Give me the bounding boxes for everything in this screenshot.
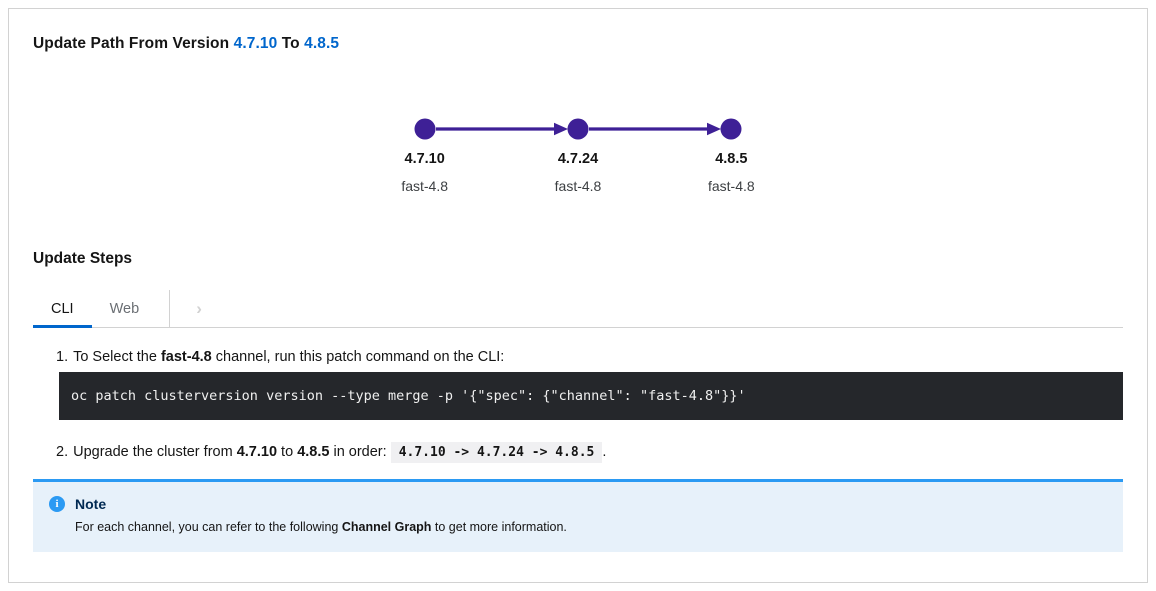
- page-title: Update Path From Version 4.7.10 To 4.8.5: [33, 35, 1123, 53]
- node-channel-label: fast-4.8: [401, 178, 449, 194]
- node-channel-label: fast-4.8: [707, 178, 755, 194]
- graph-channel-labels: fast-4.8 fast-4.8 fast-4.8: [348, 178, 808, 194]
- graph-arrowhead-icon: [707, 122, 721, 136]
- title-from-version: 4.7.10: [233, 35, 278, 52]
- note-header: i Note: [49, 496, 1107, 512]
- note-title: Note: [75, 496, 107, 512]
- update-path-card: Update Path From Version 4.7.10 To 4.8.5…: [8, 8, 1148, 583]
- upgrade-order-code: 4.7.10 -> 4.7.24 -> 4.8.5: [390, 442, 603, 463]
- step-item-2: 2.Upgrade the cluster from 4.7.10 to 4.8…: [56, 442, 1123, 463]
- note-body-post: to get more information.: [431, 520, 567, 534]
- step-2-text-mid: to: [277, 444, 298, 460]
- step-1-text-post: channel, run this patch command on the C…: [211, 349, 505, 365]
- patch-command: oc patch clusterversion version --type m…: [71, 388, 746, 404]
- tab-divider: [169, 290, 171, 327]
- steps-tab-bar: CLI Web ›: [33, 290, 1123, 328]
- step-2-text-post: in order:: [329, 444, 391, 460]
- step-2-from-version: 4.7.10: [236, 444, 278, 460]
- graph-node[interactable]: [567, 118, 589, 140]
- step-1-channel: fast-4.8: [160, 349, 212, 365]
- note-body-pre: For each channel, you can refer to the f…: [75, 520, 342, 534]
- step-item-1: 1.To Select the fast-4.8 channel, run th…: [56, 347, 1123, 420]
- node-version-label: 4.7.10: [404, 151, 445, 167]
- step-2-text-end: .: [602, 444, 607, 460]
- step-1-text: 1.To Select the fast-4.8 channel, run th…: [56, 347, 1123, 367]
- update-steps-heading: Update Steps: [33, 250, 133, 267]
- step-2-number: 2.: [56, 444, 69, 460]
- step-2-to-version: 4.8.5: [297, 444, 330, 460]
- node-version-label: 4.7.24: [557, 151, 599, 167]
- graph-canvas: [414, 118, 742, 140]
- graph-node[interactable]: [414, 118, 436, 140]
- step-1-number: 1.: [56, 349, 69, 365]
- tab-web[interactable]: Web: [109, 300, 140, 317]
- graph-arrowhead-icon: [554, 122, 568, 136]
- node-channel-label: fast-4.8: [554, 178, 602, 194]
- note-alert: i Note For each channel, you can refer t…: [33, 479, 1123, 552]
- title-prefix: Update Path From Version: [33, 35, 234, 52]
- update-path-graph: 4.7.10 4.7.24 4.8.5 fast-4.8 fast-4.8 fa…: [348, 107, 808, 194]
- step-2-text: 2.Upgrade the cluster from 4.7.10 to 4.8…: [56, 442, 1123, 463]
- graph-node[interactable]: [720, 118, 742, 140]
- note-body: For each channel, you can refer to the f…: [75, 520, 1107, 534]
- step-1-text-pre: To Select the: [73, 349, 161, 365]
- patch-command-code-block[interactable]: oc patch clusterversion version --type m…: [59, 372, 1123, 420]
- chevron-right-icon: ›: [196, 298, 202, 318]
- graph-version-labels: 4.7.10 4.7.24 4.8.5: [348, 151, 808, 167]
- note-channel-graph: Channel Graph: [341, 520, 432, 534]
- tab-cli[interactable]: CLI: [33, 290, 92, 328]
- title-connector: To: [277, 35, 305, 52]
- update-steps-list: 1.To Select the fast-4.8 channel, run th…: [56, 347, 1123, 463]
- title-to-version: 4.8.5: [304, 35, 340, 52]
- info-icon: i: [49, 496, 65, 512]
- tab-scroll-right-button[interactable]: ›: [170, 290, 228, 327]
- node-version-label: 4.8.5: [715, 151, 748, 167]
- step-2-text-pre: Upgrade the cluster from: [73, 444, 237, 460]
